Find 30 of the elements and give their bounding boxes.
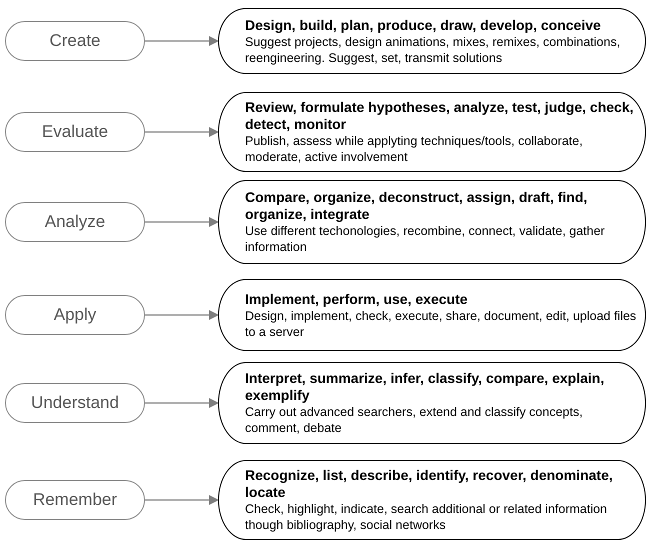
activities-text: Publish, assess while applyting techniques/tools, collaborate, moderate, active involvement — [245, 133, 584, 165]
activities-text: Design, implement, check, execute, share, document, edit, upload files to a server — [245, 308, 637, 340]
verbs-heading: Interpret, summarize, infer, classify, compare, explain, exemplify — [245, 370, 606, 404]
arrow — [145, 36, 219, 46]
level-label: Create — [49, 30, 101, 52]
verbs-heading: Design, build, plan, produce, draw, develop, conceive — [245, 16, 602, 34]
activities-text: Carry out advanced searchers, extend and classify concepts, comment, debate — [245, 404, 584, 436]
verbs-heading: Implement, perform, use, execute — [245, 290, 469, 308]
level-label: Understand — [31, 392, 119, 414]
arrow — [145, 127, 219, 137]
arrow — [145, 310, 219, 320]
activities-text: Suggest projects, design animations, mixes, remixes, combinations, reengineering. Suggest, set, transmit solutions — [245, 34, 622, 66]
level-pill — [5, 202, 145, 242]
level-pill — [5, 480, 145, 520]
level-label: Apply — [54, 304, 96, 326]
level-pill — [5, 383, 145, 423]
verbs-heading: Compare, organize, deconstruct, assign, draft, find, organize, integrate — [245, 189, 588, 223]
level-label: Evaluate — [42, 121, 108, 144]
arrow — [145, 495, 219, 505]
activities-text: Use different techonologies, recombine, connect, validate, gather information — [245, 223, 606, 255]
activities-text: Check, highlight, indicate, search additional or related information though bibliography, social networks — [245, 501, 608, 533]
level-label: Analyze — [44, 211, 106, 234]
arrow — [145, 217, 219, 227]
level-pill — [5, 112, 145, 152]
level-pill — [5, 295, 145, 335]
level-pill — [5, 21, 145, 61]
verbs-heading: Review, formulate hypotheses, analyze, test, judge, check, detect, monitor — [245, 99, 634, 133]
level-label: Remember — [32, 489, 118, 512]
arrow — [145, 398, 219, 408]
verbs-heading: Recognize, list, describe, identify, recover, denominate, locate — [245, 467, 614, 501]
